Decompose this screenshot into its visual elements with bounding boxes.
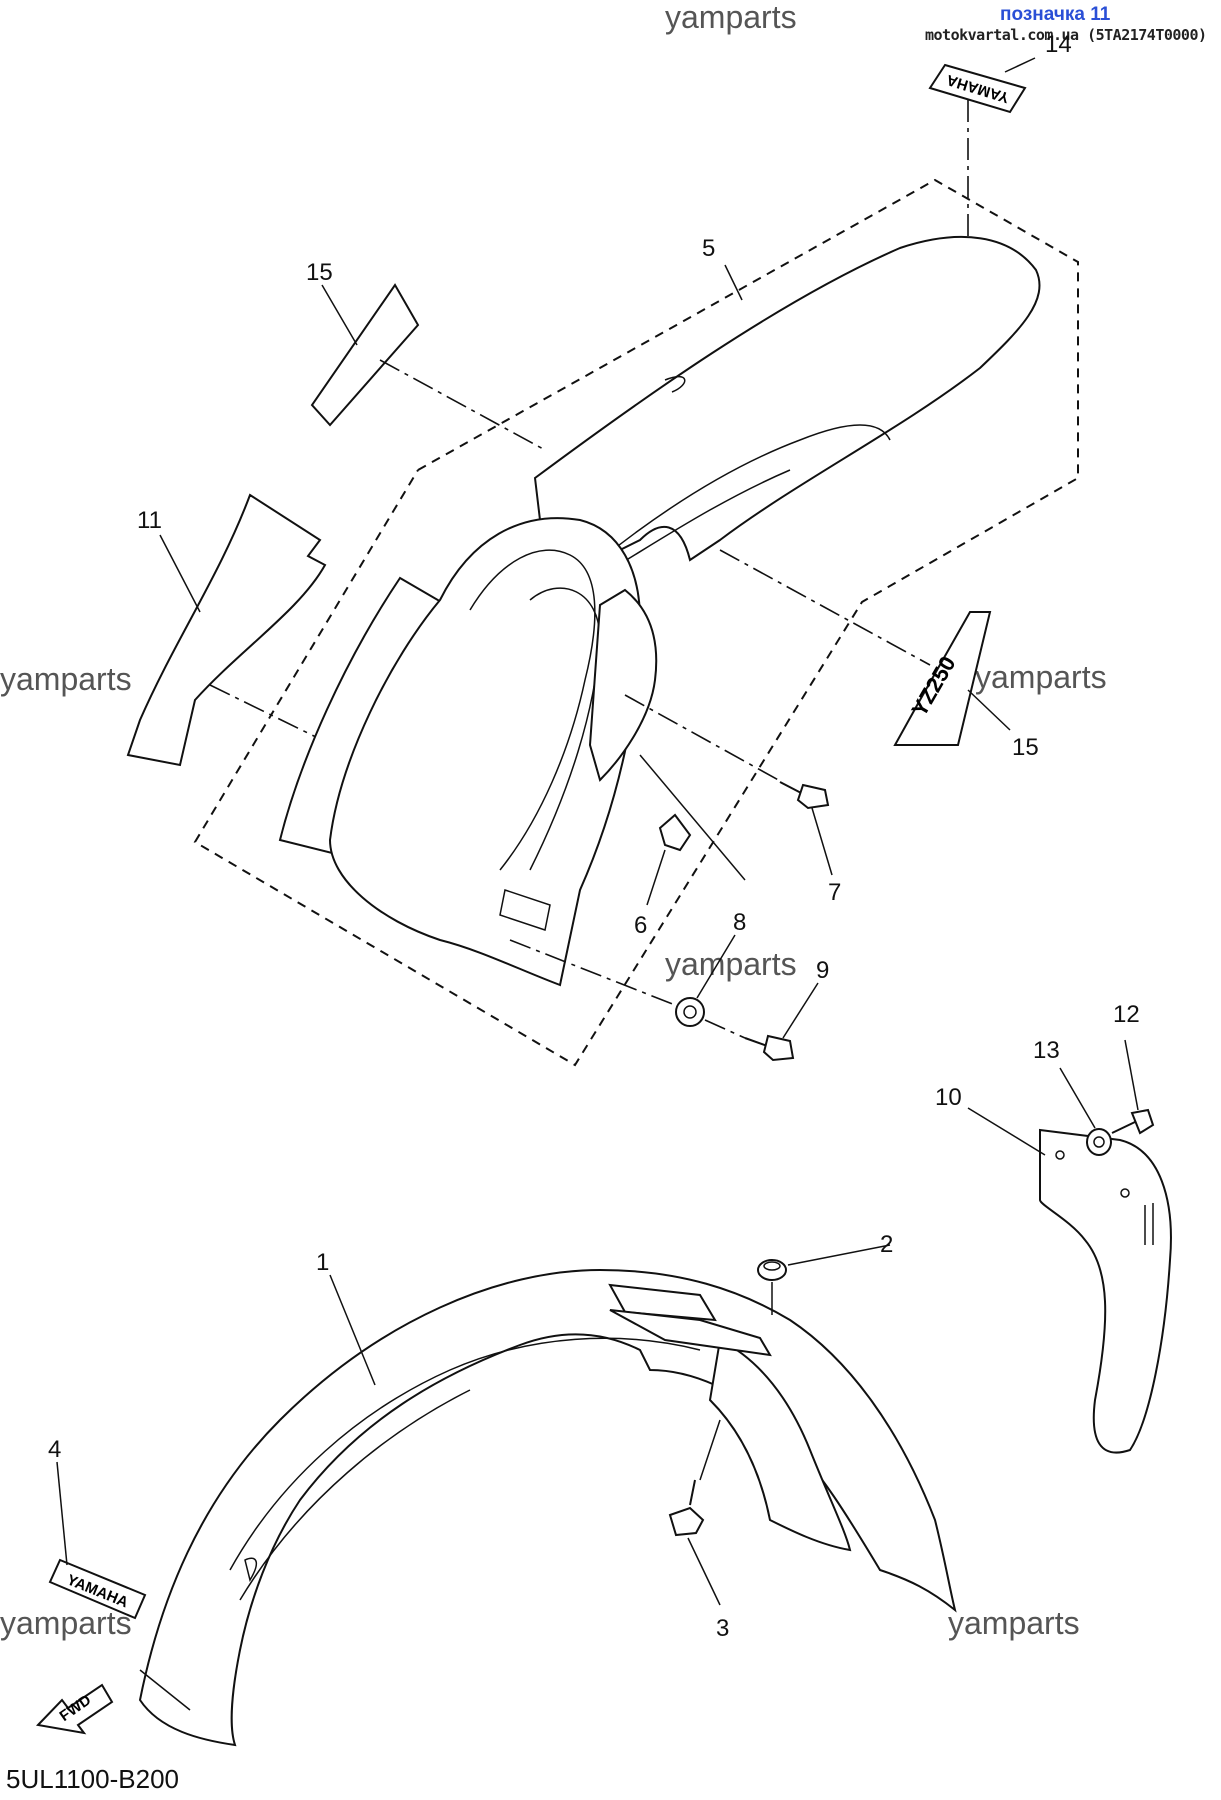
callout-7: 7 bbox=[828, 879, 841, 906]
grommet-part-2 bbox=[757, 1259, 787, 1281]
leader-line bbox=[509, 939, 676, 1006]
callout-10: 10 bbox=[935, 1084, 962, 1111]
assembly-boundary bbox=[193, 178, 1079, 1067]
watermark-text: yamparts bbox=[665, 0, 797, 35]
leader-line bbox=[687, 1537, 721, 1606]
leader-line bbox=[159, 534, 201, 613]
leader-line bbox=[782, 982, 819, 1039]
bolt-part-7 bbox=[779, 781, 830, 810]
washer-part-13 bbox=[1086, 1128, 1112, 1156]
side-decal-left bbox=[310, 283, 420, 427]
callout-12: 12 bbox=[1113, 1001, 1140, 1028]
leader-line bbox=[724, 264, 743, 301]
callout-4: 4 bbox=[48, 1436, 61, 1463]
callout-11: 11 bbox=[137, 507, 162, 534]
bolt-part-3 bbox=[668, 1479, 705, 1537]
leader-line bbox=[704, 1019, 746, 1039]
leader-line bbox=[139, 1669, 191, 1711]
leader-line bbox=[624, 694, 783, 783]
inner-mudguard bbox=[278, 517, 658, 987]
leader-line bbox=[967, 1107, 1046, 1156]
callout-5: 5 bbox=[702, 235, 715, 262]
header-label[interactable]: позначка 11 bbox=[1000, 4, 1111, 25]
leader-line bbox=[56, 1461, 68, 1566]
nut-part-6 bbox=[658, 813, 692, 852]
leader-line bbox=[1004, 57, 1036, 73]
leader-line bbox=[329, 1274, 376, 1386]
collar-part-8 bbox=[675, 997, 705, 1027]
callout-13: 13 bbox=[1033, 1037, 1060, 1064]
leader-line bbox=[321, 284, 358, 346]
leader-line bbox=[639, 754, 746, 881]
callout-15: 15 bbox=[306, 259, 333, 286]
screw-part-12 bbox=[1111, 1108, 1155, 1135]
leader-line bbox=[209, 684, 319, 739]
diagram-code: 5UL1100-B200 bbox=[6, 1764, 179, 1794]
forward-direction-arrow: FWD bbox=[35, 1683, 114, 1735]
leader-line bbox=[1124, 1039, 1139, 1111]
leader-line bbox=[967, 689, 1011, 731]
callout-1: 1 bbox=[316, 1249, 329, 1276]
leader-line bbox=[646, 849, 666, 906]
leader-line bbox=[719, 549, 931, 666]
side-flap bbox=[126, 493, 327, 767]
fork-guard-bracket bbox=[1039, 1128, 1172, 1454]
front-fender bbox=[138, 1268, 957, 1747]
watermark-text: yamparts bbox=[975, 659, 1107, 695]
callout-2: 2 bbox=[880, 1231, 893, 1258]
leader-line bbox=[1059, 1067, 1096, 1129]
callout-6: 6 bbox=[634, 912, 647, 939]
callout-9: 9 bbox=[816, 957, 829, 984]
leader-line bbox=[379, 359, 546, 451]
bolt-part-9 bbox=[744, 1034, 795, 1062]
callout-14: 14 bbox=[1045, 31, 1072, 58]
header-source[interactable]: motokvartal.com.ua (5TA2174T0000) bbox=[925, 26, 1207, 44]
watermark-text: yamparts bbox=[0, 1605, 132, 1641]
rear-fender bbox=[533, 235, 1041, 571]
leader-line bbox=[699, 1419, 721, 1481]
leader-line bbox=[696, 934, 736, 999]
yamaha-decal-top: YAMAHA bbox=[928, 63, 1027, 114]
watermark-text: yamparts bbox=[948, 1605, 1080, 1641]
callout-3: 3 bbox=[716, 1615, 729, 1642]
watermark-text: yamparts bbox=[665, 946, 797, 982]
callout-8: 8 bbox=[733, 909, 746, 936]
callout-15: 15 bbox=[1012, 734, 1039, 761]
watermark-text: yamparts bbox=[0, 661, 132, 697]
leader-line bbox=[811, 807, 833, 876]
leader-line bbox=[787, 1244, 891, 1266]
